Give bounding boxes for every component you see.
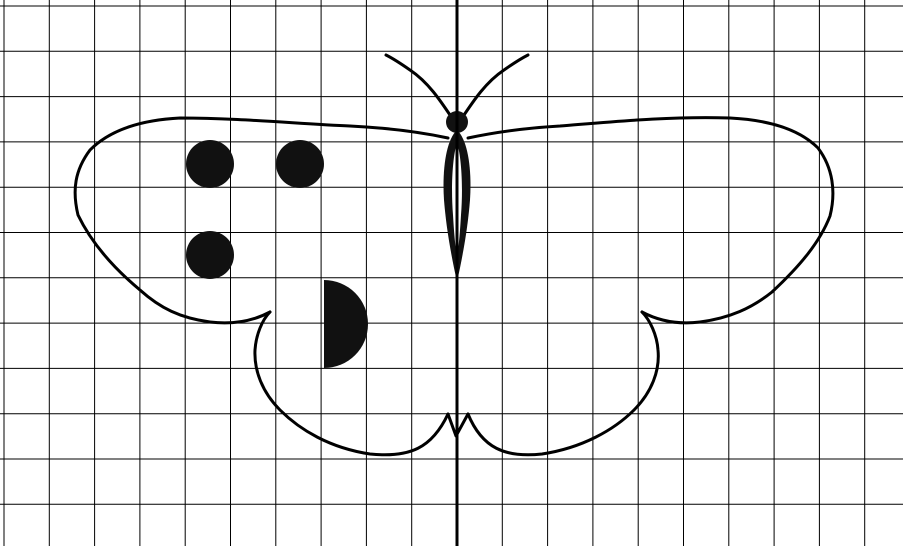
left-wing-spots <box>186 140 368 368</box>
left-forewing-outline <box>75 118 448 323</box>
right-forewing-outline <box>468 118 833 323</box>
right-hindwing-outline <box>468 312 658 455</box>
upper-right-spot <box>276 140 324 188</box>
half-spot <box>324 280 368 368</box>
right-antenna <box>462 55 528 118</box>
middle-left-spot <box>186 231 234 279</box>
left-antenna <box>386 55 452 118</box>
upper-left-spot <box>186 140 234 188</box>
